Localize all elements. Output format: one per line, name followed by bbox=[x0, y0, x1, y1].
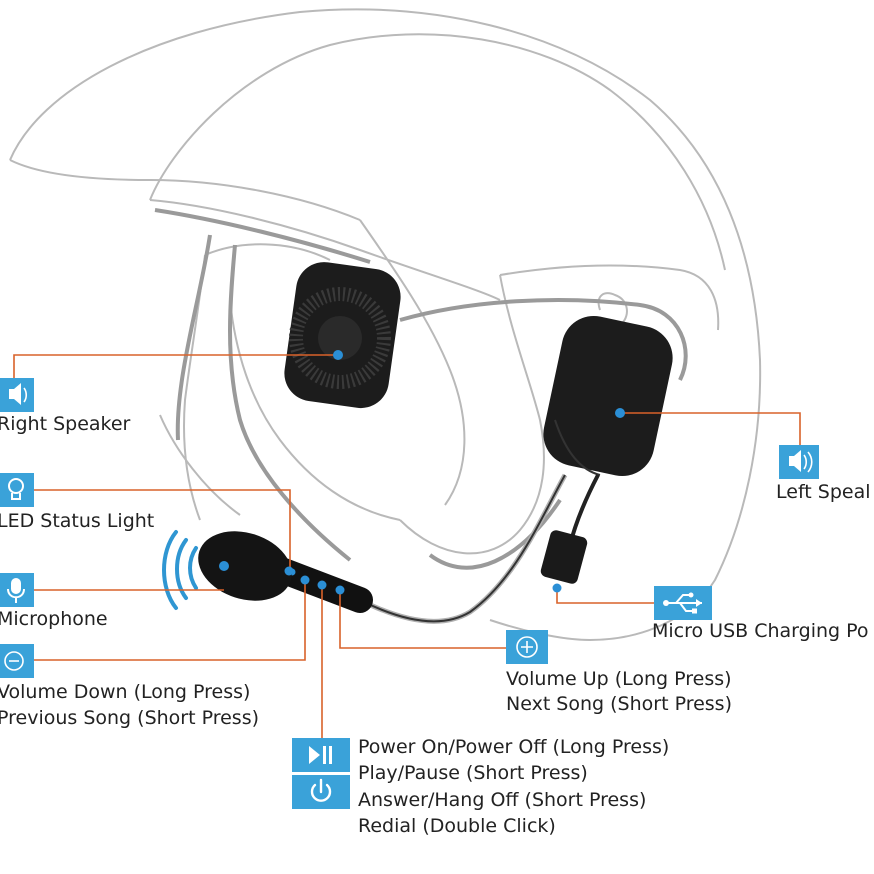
usb-connector-device bbox=[540, 474, 600, 584]
left-speaker-device bbox=[543, 315, 673, 477]
power-label-3: Answer/Hang Off (Short Press) bbox=[358, 789, 647, 811]
volume-up-icon-box bbox=[506, 630, 548, 664]
mic-icon-box bbox=[0, 573, 34, 607]
helmet-inner-band bbox=[154, 208, 688, 570]
left-speaker-label: Left Speal bbox=[776, 481, 871, 503]
leader-lines bbox=[13, 354, 801, 745]
plus-circle-icon bbox=[516, 636, 538, 658]
volume-down-label-2: Previous Song (Short Press) bbox=[0, 707, 260, 729]
sound-waves-icon bbox=[162, 530, 198, 610]
microphone-foam bbox=[198, 531, 292, 601]
left-speaker-icon-box bbox=[779, 445, 819, 479]
power-icon bbox=[310, 778, 332, 802]
right-speaker-icon-box bbox=[0, 378, 34, 412]
led-icon-box bbox=[0, 473, 34, 507]
mic-boom-cable bbox=[358, 473, 568, 624]
right-speaker-device bbox=[284, 262, 401, 409]
play-pause-icon bbox=[309, 746, 332, 764]
minus-circle-icon bbox=[4, 651, 24, 671]
volume-down-label-1: Volume Down (Long Press) bbox=[0, 681, 251, 703]
volume-down-icon-box bbox=[0, 644, 34, 678]
right-speaker-label: Right Speaker bbox=[0, 413, 131, 435]
usb-icon-box bbox=[654, 586, 712, 620]
led-status-light-label: LED Status Light bbox=[0, 510, 155, 532]
microphone-icon bbox=[7, 578, 25, 603]
power-label-1: Power On/Power Off (Long Press) bbox=[358, 736, 670, 758]
volume-up-label-2: Next Song (Short Press) bbox=[506, 693, 732, 715]
power-label-4: Redial (Double Click) bbox=[358, 815, 556, 837]
callout-dots bbox=[219, 350, 625, 595]
volume-up-label-1: Volume Up (Long Press) bbox=[506, 668, 732, 690]
light-bulb-icon bbox=[8, 478, 24, 500]
power-label-2: Play/Pause (Short Press) bbox=[358, 762, 588, 784]
microphone-label: Microphone bbox=[0, 608, 108, 630]
speaker-icon bbox=[789, 450, 813, 473]
micro-usb-label: Micro USB Charging Po bbox=[652, 620, 869, 642]
power-icon-box bbox=[292, 738, 350, 809]
usb-icon bbox=[663, 592, 702, 614]
speaker-icon bbox=[9, 383, 28, 405]
